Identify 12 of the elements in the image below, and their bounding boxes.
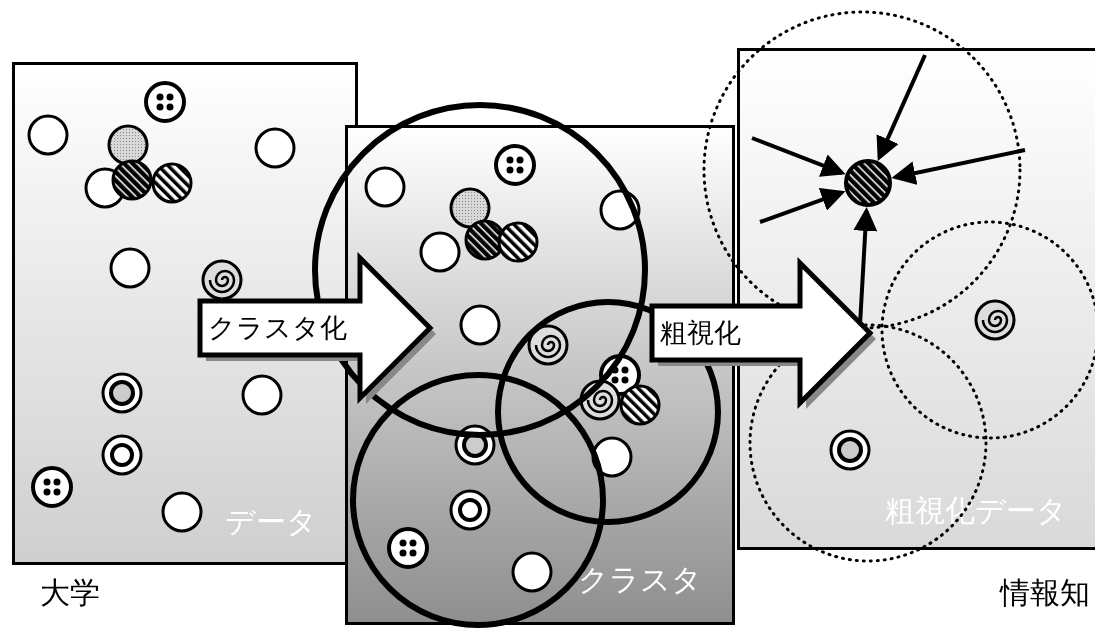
panel-label: クラスタ	[578, 561, 702, 599]
edge-label: 粗視化	[660, 319, 741, 346]
block-arrow	[197, 251, 436, 405]
arrow	[759, 188, 846, 224]
hatched-circle	[843, 158, 893, 208]
edge-label: クラスタ化	[208, 314, 347, 341]
footer-text: 情報知	[1000, 578, 1090, 608]
arrow	[751, 136, 846, 177]
arrow	[853, 206, 878, 326]
arrow	[876, 54, 927, 162]
block-arrow	[649, 256, 876, 410]
arrow	[891, 148, 1026, 185]
